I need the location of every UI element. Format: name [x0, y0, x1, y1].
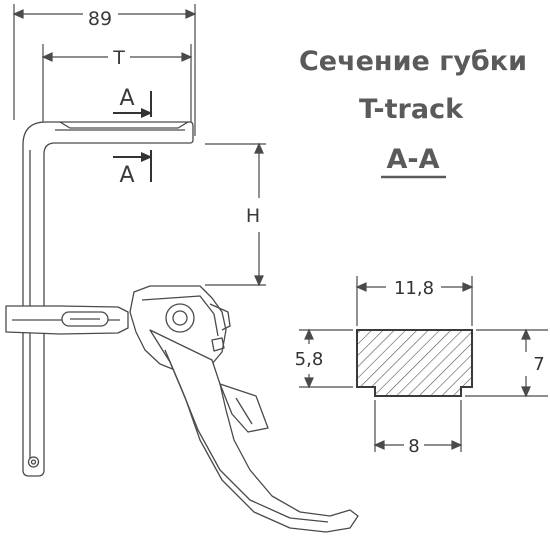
dim-section-left-height-label: 5,8: [295, 349, 324, 370]
section-mark-bottom: A: [119, 163, 134, 188]
section-arrow-bottom: [113, 150, 153, 182]
section-mark-top: A: [119, 86, 134, 111]
dimension-jaw-width: [41, 44, 193, 124]
title-line-1: Сечение губки: [299, 46, 527, 77]
title-line-2: T-track: [359, 94, 464, 125]
dim-section-bottom-width-label: 8: [408, 436, 419, 457]
section-arrow-top: [113, 91, 153, 119]
dim-jaw-width-label: T: [112, 47, 125, 69]
dim-overall-width-label: 89: [88, 8, 112, 30]
dim-height-label: H: [246, 205, 260, 227]
dimension-section-left-height: [299, 328, 353, 389]
dimension-section-bottom-width: [373, 400, 463, 452]
dimension-section-right-height: [465, 328, 548, 398]
dim-section-top-width-label: 11,8: [394, 278, 434, 299]
dimension-height: [205, 142, 266, 287]
dimension-section-top-width: [355, 276, 474, 326]
dim-section-right-height-label: 7: [533, 354, 544, 375]
jaw-section-profile: [356, 329, 473, 397]
dimension-overall-width: [12, 4, 197, 136]
clamp-body: [5, 121, 359, 533]
title-line-3: A-A: [387, 144, 440, 175]
